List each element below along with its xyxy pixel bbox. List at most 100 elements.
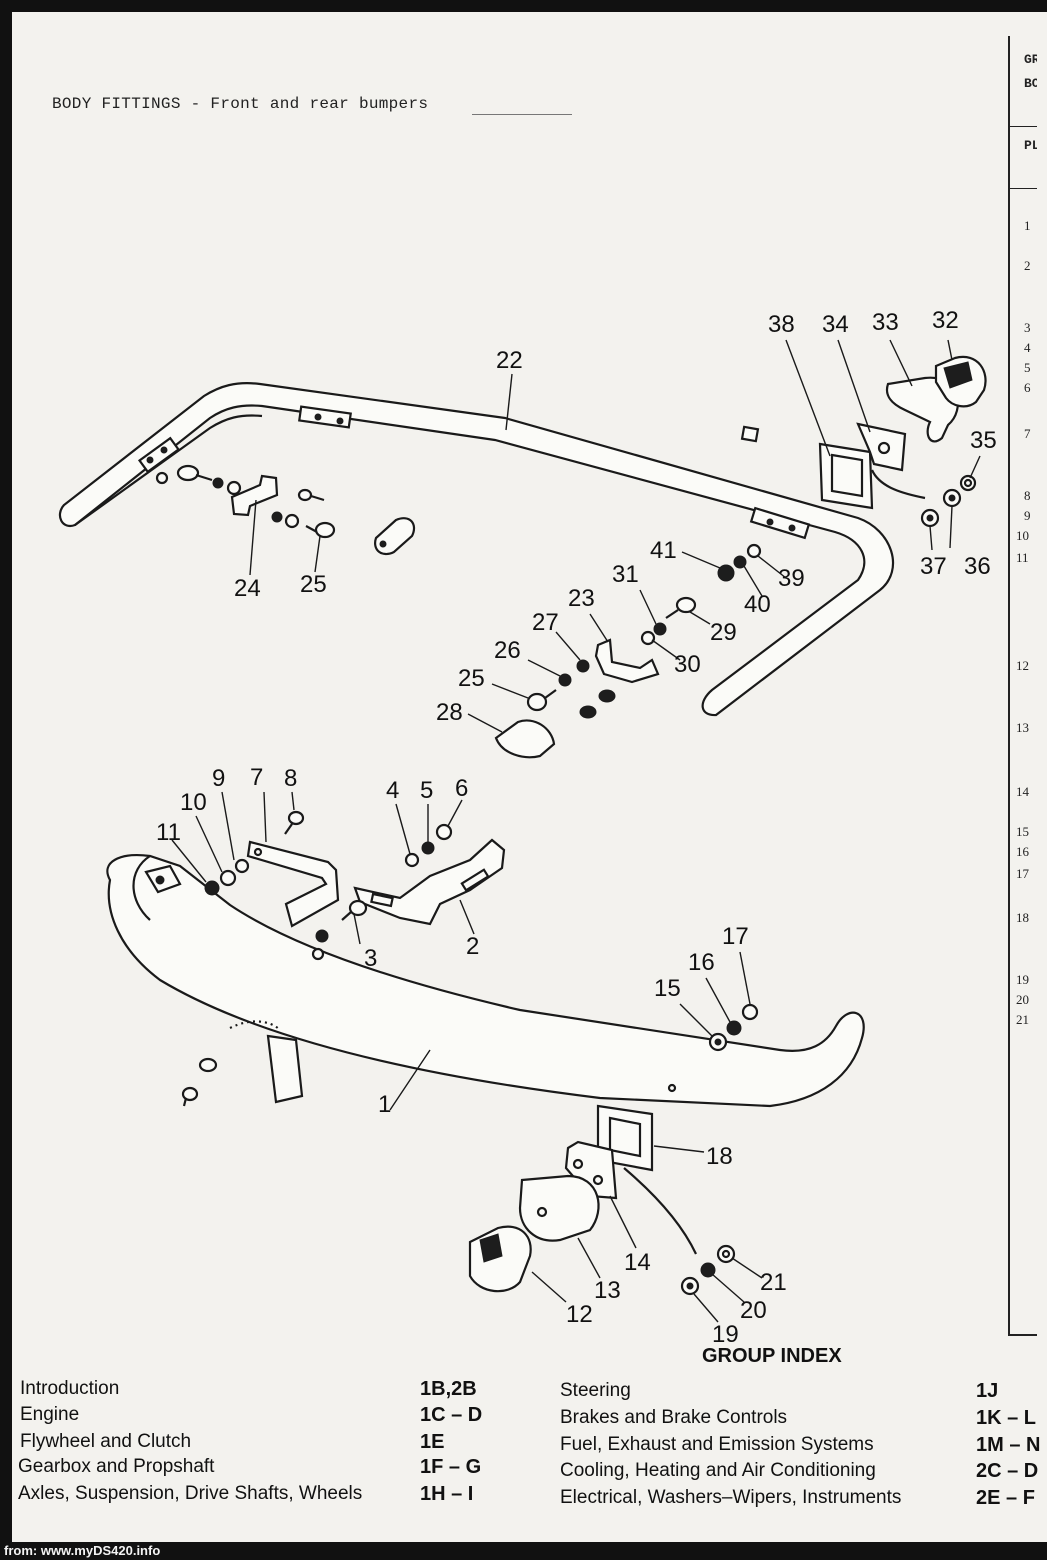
callout-2: 2	[466, 933, 479, 960]
blanking-plate-28	[494, 719, 556, 759]
group-index-entry-code: 1M – N	[976, 1434, 1041, 1456]
caption-rule	[472, 114, 572, 115]
callout-30: 30	[674, 651, 701, 678]
callout-14: 14	[624, 1249, 651, 1276]
panel-line-number: 5	[1024, 360, 1031, 375]
group-index-entry-name: Engine	[20, 1404, 80, 1425]
panel-header-line-2: BO	[1024, 76, 1037, 91]
bolt-head	[176, 464, 200, 482]
callout-40: 40	[744, 591, 771, 618]
page-caption: BODY FITTINGS - Front and rear bumpers	[52, 95, 429, 113]
panel-line-number: 21	[1016, 1012, 1029, 1027]
callout-13: 13	[594, 1277, 621, 1304]
source-footer: from: www.myDS420.info	[4, 1543, 161, 1558]
callout-29: 29	[710, 619, 737, 646]
panel-header-line-1: GR	[1024, 52, 1037, 67]
bracket-7	[246, 840, 340, 928]
group-index-entry-code: 1J	[976, 1380, 999, 1402]
group-index-entry-code: 1B,2B	[420, 1378, 477, 1400]
group-index-entry-code: 1K – L	[976, 1407, 1037, 1429]
callout-18: 18	[706, 1143, 733, 1170]
callout-15: 15	[654, 975, 681, 1002]
group-index-entry-name: Electrical, Washers–Wipers, Instruments	[560, 1487, 902, 1508]
panel-line-number: 8	[1024, 488, 1031, 503]
panel-line-number: 13	[1016, 720, 1029, 735]
panel-line-number: 19	[1016, 972, 1029, 987]
panel-line-number: 6	[1024, 380, 1031, 395]
manual-page	[12, 12, 1047, 1542]
callout-numbers: 1 2 3 4 5 6 7 8 9 10 11 12 13 14 15 16 1…	[156, 307, 997, 1348]
callout-39: 39	[778, 565, 805, 592]
callout-24: 24	[234, 575, 261, 602]
callout-41: 41	[650, 537, 677, 564]
panel-line-number: 10	[1016, 528, 1029, 543]
callout-37: 37	[920, 553, 947, 580]
panel-line-number: 3	[1024, 320, 1031, 335]
callout-6: 6	[455, 775, 468, 802]
callout-16: 16	[688, 949, 715, 976]
callout-9: 9	[212, 765, 225, 792]
callout-4: 4	[386, 777, 399, 804]
panel-line-number: 11	[1016, 550, 1029, 565]
callout-31: 31	[612, 561, 639, 588]
group-index-entry-code: 1H – I	[420, 1483, 474, 1505]
callout-38: 38	[768, 311, 795, 338]
callout-1: 1	[378, 1091, 391, 1118]
front-bumper-bar	[106, 854, 865, 1108]
panel-line-number: 4	[1024, 340, 1031, 355]
panel-line-number: 12	[1016, 658, 1029, 673]
group-index-entry-code: 2E – F	[976, 1487, 1035, 1509]
panel-column-head: PL	[1024, 138, 1037, 153]
leader-lines	[171, 339, 981, 1323]
callout-7: 7	[250, 764, 263, 791]
callout-26: 26	[494, 637, 521, 664]
group-index-entry-name: Brakes and Brake Controls	[560, 1407, 788, 1428]
group-index-entry-code: 1F – G	[420, 1456, 482, 1478]
group-index-entry-code: 1E	[420, 1431, 445, 1453]
gasket-38	[818, 442, 874, 510]
scan-border-left	[0, 0, 12, 1560]
panel-line-number: 17	[1016, 866, 1029, 881]
callout-12: 12	[566, 1301, 593, 1328]
rear-bumper-bar	[58, 382, 895, 717]
callout-17: 17	[722, 923, 749, 950]
group-index-entry-code: 1C – D	[420, 1404, 483, 1426]
callout-25-centre: 25	[458, 665, 485, 692]
callout-27: 27	[532, 609, 559, 636]
panel-line-number: 7	[1024, 426, 1031, 441]
group-index-entry-name: Fuel, Exhaust and Emission Systems	[560, 1434, 874, 1455]
callout-33: 33	[872, 309, 899, 336]
bracket-23	[594, 638, 660, 684]
callout-28: 28	[436, 699, 463, 726]
panel-line-number: 16	[1016, 844, 1029, 859]
callout-34: 34	[822, 311, 849, 338]
group-index-entry-name: Introduction	[20, 1378, 120, 1399]
group-index-entry-name: Axles, Suspension, Drive Shafts, Wheels	[18, 1483, 363, 1504]
panel-line-number: 18	[1016, 910, 1029, 925]
group-index-entry-name: Flywheel and Clutch	[20, 1431, 192, 1452]
panel-line-number: 2	[1024, 258, 1031, 273]
panel-line-number: 9	[1024, 508, 1031, 523]
callout-10: 10	[180, 789, 207, 816]
panel-line-number: 20	[1016, 992, 1029, 1007]
callout-25-rear: 25	[300, 571, 327, 598]
parts-list-panel: GR BO PL 1 2 3 4 5 6 7 8 9 10 11 12 13 1…	[1008, 36, 1037, 1336]
panel-line-number: 14	[1016, 784, 1029, 799]
callout-35: 35	[970, 427, 997, 454]
bracket-24	[230, 474, 279, 517]
panel-line-number: 1	[1024, 218, 1031, 233]
group-index-entry-name: Cooling, Heating and Air Conditioning	[560, 1460, 876, 1481]
callout-3: 3	[364, 945, 377, 972]
group-index-entry-code: 2C – D	[976, 1460, 1039, 1482]
callout-22: 22	[496, 347, 523, 374]
callout-21: 21	[760, 1269, 787, 1296]
callout-36: 36	[964, 553, 991, 580]
group-index-title: GROUP INDEX	[702, 1345, 842, 1367]
scan-border-bottom	[0, 1542, 1047, 1560]
scan-border-top	[0, 0, 1047, 12]
group-index-entry-name: Gearbox and Propshaft	[18, 1456, 215, 1477]
callout-19: 19	[712, 1321, 739, 1348]
exploded-bumper-diagram: 1 2 3 4 5 6 7 8 9 10 11 12 13 14 15 16 1…	[58, 307, 997, 1348]
blanking-plate-left	[374, 517, 416, 556]
lamp-housing-13	[518, 1174, 600, 1242]
